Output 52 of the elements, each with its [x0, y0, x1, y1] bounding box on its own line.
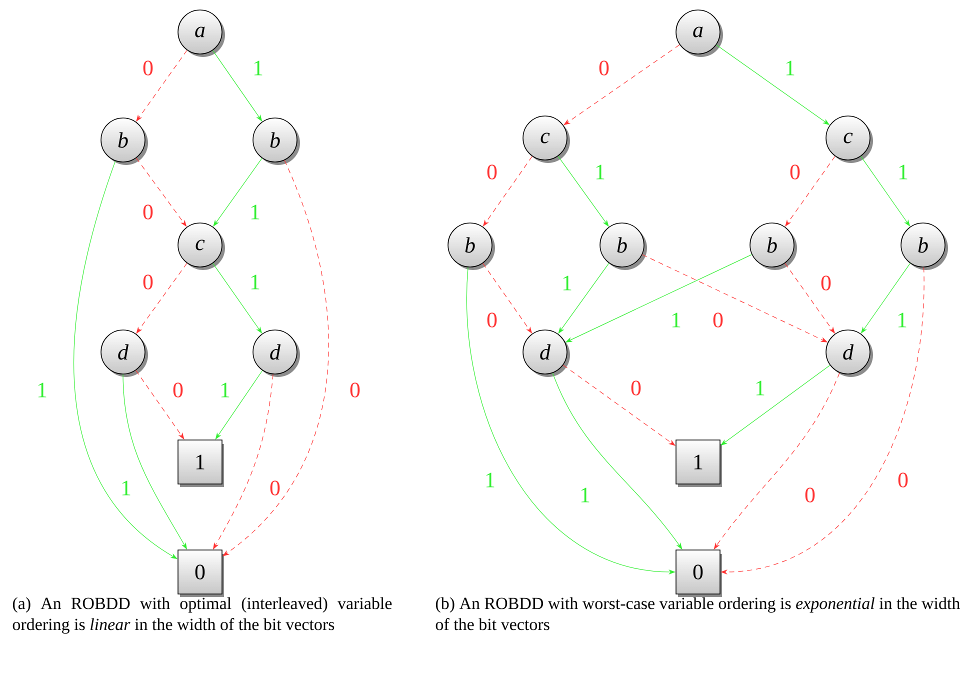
caption: (a) An ROBDD with optimal (interleaved) variable ordering is linear in the width of the bit vectors — [12, 597, 392, 634]
variable-node: a — [676, 10, 723, 57]
edge-label: 1 — [252, 60, 264, 76]
edge-label: 1 — [248, 274, 262, 290]
variable-node: b — [750, 222, 797, 270]
edge-label: 0 — [788, 164, 802, 180]
edge-label: 1 — [248, 204, 262, 220]
edge-label: 1 — [218, 382, 232, 398]
variable-node: b — [448, 222, 495, 270]
variable-node: c — [826, 116, 874, 163]
edge-label: 1 — [670, 312, 682, 328]
variable-node: d — [100, 330, 148, 377]
edge-label: 1 — [120, 480, 132, 496]
variable-node: b — [600, 222, 647, 270]
edge-label: 0 — [820, 274, 833, 292]
edge-label: 1 — [36, 382, 48, 398]
edge-label: 1 — [784, 60, 797, 76]
edge-label: 0 — [486, 164, 498, 180]
edge-label: 0 — [142, 274, 154, 290]
terminal-box: 0 — [178, 550, 224, 597]
edge-label: 1 — [560, 274, 574, 292]
variable-node: c — [522, 116, 570, 163]
terminal-box: 1 — [676, 440, 722, 487]
edge-label: 1 — [896, 164, 910, 180]
variable-node: a — [178, 10, 225, 57]
edge-label: 0 — [712, 312, 724, 328]
edge-label: 0 — [598, 60, 610, 76]
edge-label: 1 — [594, 164, 606, 180]
caption: (b) An ROBDD with worst-case variable ordering is exponential in the width of the bit vectors — [436, 597, 960, 630]
arrow — [136, 158, 187, 227]
variable-node: c — [178, 222, 225, 270]
variable-node: b — [252, 118, 300, 165]
variable-node: d — [252, 330, 300, 377]
terminal-box: 1 — [178, 440, 224, 487]
edge-label: 0 — [172, 382, 184, 398]
edge-label: 1 — [578, 486, 592, 504]
edge-label: 1 — [754, 380, 766, 396]
variable-node: b — [100, 118, 148, 165]
edge-label: 0 — [486, 312, 498, 328]
edge-label: 0 — [142, 60, 154, 76]
edge-label: 0 — [804, 486, 817, 504]
edge-label: 0 — [896, 472, 910, 488]
variable-node: d — [826, 330, 874, 377]
terminal-box: 0 — [676, 550, 722, 597]
variable-node: b — [900, 222, 948, 270]
edge-label: 1 — [484, 472, 496, 488]
edge-label: 0 — [348, 382, 362, 398]
edge-label: 0 — [142, 204, 154, 220]
edge-label: 1 — [896, 312, 909, 328]
variable-node: d — [522, 330, 570, 377]
edge-label: 0 — [630, 380, 642, 396]
edge-label: 0 — [268, 480, 282, 496]
